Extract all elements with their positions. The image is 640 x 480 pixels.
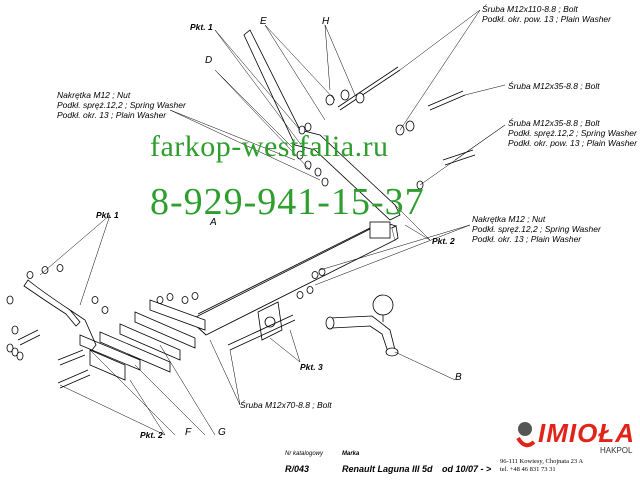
callout-nut-right: Nakrętka M12 ; Nut Podkł. spręż.12,2 ; S… <box>472 214 601 244</box>
callout-line: Podkł. spręż.12,2 ; Spring Washer <box>57 100 186 110</box>
hakpol-hook-logo-icon <box>516 422 536 448</box>
letter-e-label: E <box>260 16 267 27</box>
callout-line: Śruba M12x35-8.8 ; Bolt <box>508 118 600 128</box>
left-bracket-plates <box>79 299 206 381</box>
callout-line: Podkł. okr. 13 ; Plain Washer <box>57 110 167 120</box>
callout-line: Śruba M12x110-8.8 ; Bolt <box>482 4 578 14</box>
letter-h-label: H <box>322 16 330 27</box>
letter-b-label: B <box>455 372 462 383</box>
callout-line: Nakrętka M12 ; Nut <box>57 90 131 100</box>
date-value: od 10/07 - > <box>442 464 492 474</box>
logo-sub: HAKPOL <box>600 446 633 455</box>
callout-nut-left: Nakrętka M12 ; Nut Podkł. spręż.12,2 ; S… <box>57 90 186 120</box>
leader-lines <box>39 9 506 436</box>
callout-bolt-m12x110: Śruba M12x110-8.8 ; Bolt Podkł. okr. pow… <box>482 4 611 24</box>
bolts <box>17 66 476 389</box>
company-address: 96-111 Kowiesy, Chojnata 23 A tel. +48 4… <box>500 458 583 474</box>
pkt2-bottom-label: Pkt. 2 <box>140 430 163 440</box>
ball-mount <box>325 294 399 357</box>
address-line: 96-111 Kowiesy, Chojnata 23 A <box>500 458 584 465</box>
letter-a-label: A <box>210 217 217 228</box>
address-line: tel. +48 46 831 73 31 <box>500 466 556 473</box>
callout-bolt-m12x70: Śruba M12x70-8.8 ; Bolt <box>240 400 332 410</box>
main-crossbeam <box>189 221 399 336</box>
callout-line: Podkł. okr. pow. 13 ; Plain Washer <box>482 14 611 24</box>
callout-line: Nakrętka M12 ; Nut <box>472 214 546 224</box>
callout-line: Podkł. okr. 13 ; Plain Washer <box>472 234 582 244</box>
pkt1-top-label: Pkt. 1 <box>190 22 213 32</box>
letter-d-label: D <box>205 55 213 66</box>
catalog-header: Nr katalogowy <box>285 451 324 457</box>
left-side-bar <box>23 279 97 351</box>
callout-line: Śruba M12x70-8.8 ; Bolt <box>240 400 332 410</box>
letter-f-label: F <box>185 427 192 438</box>
washers <box>6 89 424 361</box>
socket-plate <box>257 301 283 341</box>
callout-line: Podkł. okr. pow. 13 ; Plain Washer <box>508 138 637 148</box>
callout-bolt-m12x35-b: Śruba M12x35-8.8 ; Bolt Podkł. spręż.12,… <box>508 118 637 148</box>
right-side-bar <box>243 29 401 221</box>
callout-line: Śruba M12x35-8.8 ; Bolt <box>508 81 600 91</box>
callout-bolt-m12x35-a: Śruba M12x35-8.8 ; Bolt <box>508 81 600 91</box>
callout-line: Podkł. spręż.12,2 ; Spring Washer <box>472 224 601 234</box>
catalog-value: R/043 <box>285 464 310 474</box>
callout-line: Podkł. spręż.12,2 ; Spring Washer <box>508 128 637 138</box>
pkt2-right-label: Pkt. 2 <box>432 236 455 246</box>
brand-value: Renault Laguna III 5d <box>342 464 433 474</box>
watermark-phone: 8-929-941-15-37 <box>150 181 425 223</box>
logo-name: IMIOŁA <box>538 418 635 448</box>
letter-g-label: G <box>218 427 226 438</box>
brand-header: Marka <box>342 451 360 457</box>
watermark-site: farkop-westfalia.ru <box>150 130 389 163</box>
pkt1-left-label: Pkt. 1 <box>96 210 119 220</box>
pkt3-label: Pkt. 3 <box>300 362 323 372</box>
